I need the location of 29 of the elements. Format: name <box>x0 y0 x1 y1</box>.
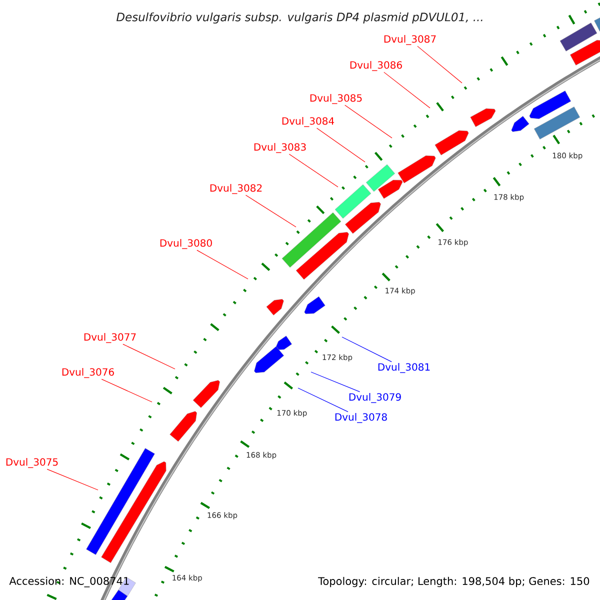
leader-line <box>417 46 462 84</box>
leader-line <box>122 344 176 370</box>
leader-line <box>298 388 348 412</box>
leader-line <box>342 336 392 362</box>
gene-label: Dvul_3081 <box>378 363 430 373</box>
gene-label: Dvul_3079 <box>349 393 401 403</box>
title: Desulfovibrio vulgaris subsp. vulgaris DP4 plasmid pDVUL01, ... <box>116 12 482 24</box>
gene-label: Dvul_3084 <box>282 117 334 127</box>
gene-label: Dvul_3078 <box>335 413 387 423</box>
gene-label: Dvul_3075 <box>6 458 58 468</box>
leader-line <box>101 378 152 402</box>
leader-line <box>288 154 338 188</box>
footer-text: Accession: NC_008741 <box>9 576 129 588</box>
leader-line <box>384 72 430 108</box>
gene-label: Dvul_3076 <box>62 368 114 378</box>
leader-line <box>245 194 296 228</box>
leader-line <box>344 104 392 138</box>
footer-text: Topology: circular; Length: 198,504 bp; Genes: 150 <box>318 576 590 588</box>
gene-label: Dvul_3077 <box>84 333 136 343</box>
leader-line <box>46 468 98 490</box>
leader-line <box>316 128 366 162</box>
gene-label: Dvul_3082 <box>210 184 262 194</box>
gene-label: Dvul_3080 <box>160 239 212 249</box>
gene-label: Dvul_3087 <box>384 35 436 45</box>
gene-label: Dvul_3083 <box>254 143 306 153</box>
gene-label: Dvul_3085 <box>310 94 362 104</box>
leader-line <box>310 372 360 392</box>
leader-line <box>196 250 248 280</box>
gene-label: Dvul_3086 <box>350 61 402 71</box>
